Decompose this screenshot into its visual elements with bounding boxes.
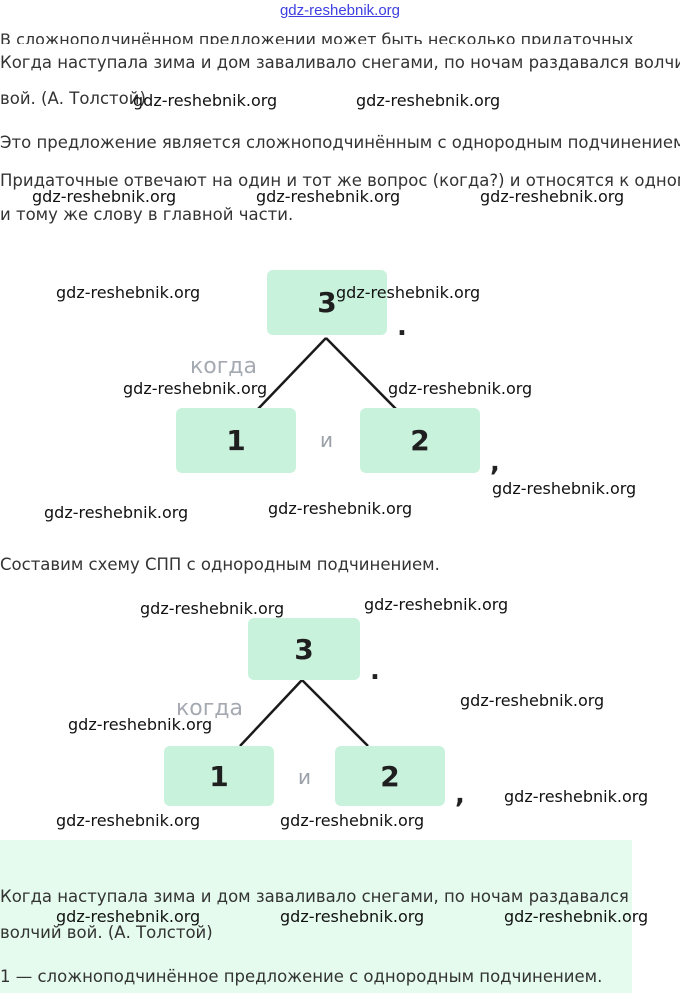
diagram-1-end-mark: . bbox=[397, 312, 407, 342]
watermark: gdz-reshebnik.org bbox=[140, 599, 285, 618]
answer-line-1: Когда наступала зима и дом заваливало сн… bbox=[0, 887, 629, 906]
watermark: gdz-reshebnik.org bbox=[256, 187, 401, 206]
diagram-1-line-right bbox=[325, 337, 397, 410]
sentence-line-1: Когда наступала зима и дом заваливало сн… bbox=[0, 53, 680, 72]
watermark: gdz-reshebnik.org bbox=[56, 907, 201, 926]
diagram-1-question-label: когда bbox=[190, 354, 257, 379]
watermark: gdz-reshebnik.org bbox=[280, 811, 425, 830]
watermark: gdz-reshebnik.org bbox=[44, 503, 189, 522]
diagram-1-comma: , bbox=[490, 448, 500, 478]
diagram-2-subclause-1-box: 1 bbox=[164, 746, 274, 806]
watermark: gdz-reshebnik.org bbox=[133, 91, 278, 110]
sentence-line-2: вой. (А. Толстой) bbox=[0, 89, 146, 108]
watermark: gdz-reshebnik.org bbox=[280, 907, 425, 926]
watermark: gdz-reshebnik.org bbox=[123, 379, 268, 398]
diagram-2-line-left bbox=[239, 679, 303, 747]
watermark: gdz-reshebnik.org bbox=[56, 283, 201, 302]
watermark: gdz-reshebnik.org bbox=[56, 811, 201, 830]
diagram-1-conjunction: и bbox=[320, 428, 333, 452]
diagram-2-main-clause-box: 3 bbox=[248, 618, 360, 680]
answer-conclusion: 1 — сложноподчинённое предложение с одно… bbox=[0, 967, 603, 986]
diagram-1-subclause-2-box: 2 bbox=[360, 408, 480, 473]
watermark: gdz-reshebnik.org bbox=[336, 283, 481, 302]
explanation-paragraph-1: Это предложение является сложноподчинённ… bbox=[0, 133, 680, 152]
diagram-1-line-left bbox=[257, 337, 327, 410]
watermark: gdz-reshebnik.org bbox=[504, 907, 649, 926]
intro-text-cut: В сложноподчинённом предложении может бы… bbox=[0, 30, 680, 44]
site-watermark-top[interactable]: gdz-reshebnik.org bbox=[279, 2, 401, 19]
intro-text: В сложноподчинённом предложении может бы… bbox=[0, 30, 634, 44]
watermark: gdz-reshebnik.org bbox=[364, 595, 509, 614]
diagram-2-line-right bbox=[301, 679, 369, 747]
watermark: gdz-reshebnik.org bbox=[32, 187, 177, 206]
answer-panel bbox=[0, 840, 632, 993]
explanation-paragraph-2-line-2: и тому же слову в главной части. bbox=[0, 205, 294, 224]
schema-heading: Составим схему СПП с однородным подчинен… bbox=[0, 555, 440, 574]
watermark: gdz-reshebnik.org bbox=[356, 91, 501, 110]
diagram-2-subclause-2-box: 2 bbox=[335, 746, 445, 806]
diagram-1-subclause-1-box: 1 bbox=[176, 408, 296, 473]
diagram-1-main-clause-box: 3 bbox=[267, 270, 387, 335]
explanation-paragraph-2-line-1: Придаточные отвечают на один и тот же во… bbox=[0, 171, 680, 190]
watermark: gdz-reshebnik.org bbox=[492, 479, 637, 498]
answer-line-2: волчий вой. (А. Толстой) bbox=[0, 923, 213, 942]
diagram-2-question-label: когда bbox=[176, 696, 243, 721]
diagram-2-conjunction: и bbox=[298, 765, 311, 789]
watermark: gdz-reshebnik.org bbox=[388, 379, 533, 398]
watermark: gdz-reshebnik.org bbox=[268, 499, 413, 518]
diagram-2-end-mark: . bbox=[370, 656, 380, 686]
watermark: gdz-reshebnik.org bbox=[480, 187, 625, 206]
watermark: gdz-reshebnik.org bbox=[504, 787, 649, 806]
watermark: gdz-reshebnik.org bbox=[68, 715, 213, 734]
diagram-2-comma: , bbox=[455, 780, 465, 810]
watermark: gdz-reshebnik.org bbox=[460, 691, 605, 710]
